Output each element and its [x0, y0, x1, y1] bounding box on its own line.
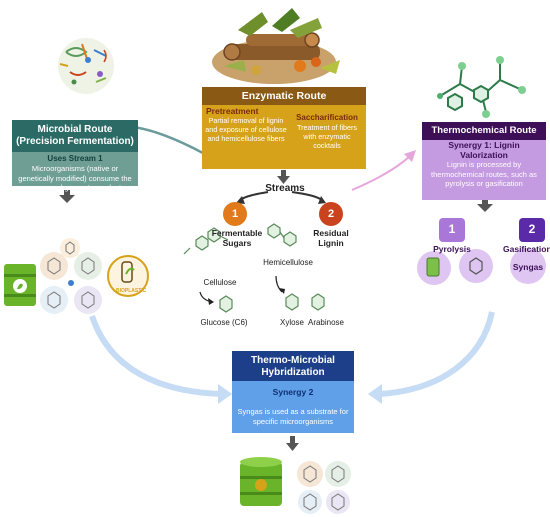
- stream2-label: Residual Lignin: [313, 228, 349, 248]
- pretreatment-title: Pretreatment: [206, 106, 259, 116]
- arabinose-label: Arabinose: [307, 318, 345, 327]
- biomass-pile-illustration: [212, 8, 340, 84]
- hybrid-subtitle: Synergy 2: [272, 387, 314, 397]
- hybrid-molecule-icons: [297, 461, 351, 514]
- bioplastic-label: BIOPLASTIC: [116, 288, 147, 294]
- microbial-route-title: Microbial Route (Precision Fermentation): [12, 120, 138, 152]
- hybrid-title: Thermo-Microbial Hybridization: [232, 351, 354, 381]
- microbial-text: Microorganisms (native or genetically mo…: [18, 164, 132, 192]
- streams-title: Streams: [265, 183, 305, 194]
- arrow-microbial-to-hybrid: [89, 315, 223, 397]
- thermochemical-route-title: Thermochemical Route: [422, 122, 546, 140]
- stream1-badge: 1: [223, 202, 247, 226]
- microbe-cluster-illustration: [58, 38, 114, 94]
- thermochemical-route-box: Thermochemical Route Synergy 1: Lignin V…: [422, 122, 546, 200]
- stream1-number: 1: [231, 208, 239, 220]
- saccharification-text: Treatment of fibers with enzymatic cockt…: [296, 123, 358, 150]
- cellulose-label: Cellulose: [203, 278, 237, 287]
- hybrid-box: Thermo-Microbial Hybridization Synergy 2…: [232, 351, 354, 433]
- arrow-to-microbial: [125, 124, 213, 160]
- microbial-subtitle: Uses Stream 1: [47, 154, 103, 163]
- molecule-network-illustration: [437, 56, 526, 118]
- thermochemical-subtitle: Synergy 1: Lignin Valorization: [448, 140, 520, 160]
- bioreactor-drum-icon: [240, 457, 282, 506]
- saccharification-section: Saccharification Treatment of fibers wit…: [290, 113, 364, 150]
- microbial-molecule-icons: [40, 238, 102, 314]
- enzymatic-route-title: Enzymatic Route: [202, 87, 366, 105]
- biofuel-barrel-icon: [4, 264, 36, 306]
- stream2-number: 2: [327, 208, 335, 220]
- gasification-label: Gasification: [503, 244, 550, 254]
- microbial-route-box: Microbial Route (Precision Fermentation)…: [12, 120, 138, 192]
- arrow-hemicellulose-xylose: [275, 275, 283, 293]
- arrow-thermo-to-hybrid: [379, 311, 495, 397]
- pretreatment-section: Pretreatment Partial removal of lignin a…: [204, 106, 288, 143]
- pretreatment-text: Partial removal of lignin and exposure o…: [205, 116, 287, 143]
- pyrolysis-gasification-icons: [417, 218, 546, 285]
- bioplastic-badge-icon: [107, 255, 149, 297]
- syngas-label: Syngas: [512, 262, 544, 272]
- stream1-label: Fermentable Sugars: [211, 228, 263, 248]
- pyrolysis-number: 1: [448, 222, 456, 236]
- xylose-label: Xylose: [279, 318, 304, 327]
- glucose-label: Glucose (C6): [200, 318, 248, 327]
- hybrid-text: Syngas is used as a substrate for specif…: [237, 407, 349, 426]
- sugar-molecule-illustrations: [183, 223, 325, 313]
- saccharification-title: Saccharification: [296, 113, 358, 122]
- hemicellulose-label: Hemicellulose: [263, 258, 313, 267]
- thermochemical-text: Lignin is processed by thermochemical ro…: [431, 160, 537, 188]
- pyrolysis-label: Pyrolysis: [433, 244, 471, 254]
- stream2-badge: 2: [319, 202, 343, 226]
- gasification-number: 2: [528, 222, 536, 236]
- enzymatic-route-box: Enzymatic Route Pretreatment Partial rem…: [202, 87, 366, 169]
